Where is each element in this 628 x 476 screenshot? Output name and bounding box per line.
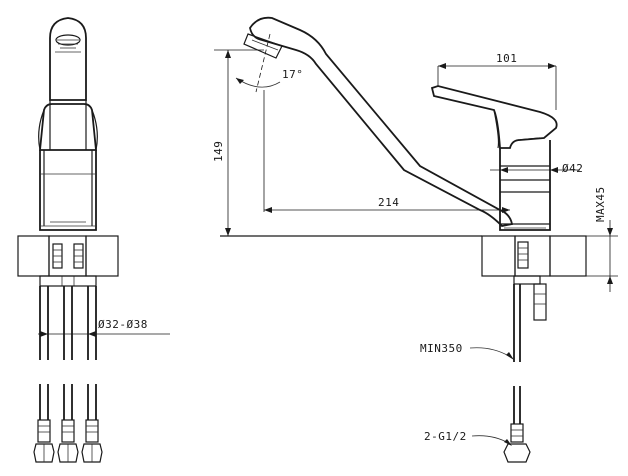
spout-height-dimension: 149 bbox=[212, 49, 265, 236]
body-diameter-label: Ø42 bbox=[562, 162, 583, 175]
connection-thread-label: 2-G1/2 bbox=[424, 430, 467, 443]
front-hoses bbox=[39, 286, 97, 420]
spout-reach-label: 214 bbox=[378, 196, 399, 209]
connection-thread-callout: 2-G1/2 bbox=[424, 430, 512, 446]
body-diameter-dimension: Ø42 bbox=[490, 162, 583, 175]
front-spout-nozzle bbox=[49, 17, 87, 101]
side-lever-handle bbox=[430, 85, 558, 149]
max-thickness-dimension: MAX45 bbox=[594, 186, 613, 292]
front-mounting bbox=[39, 235, 97, 287]
side-view: 17° 149 214 bbox=[212, 16, 618, 463]
countertop-line bbox=[220, 235, 618, 277]
max-thickness-label: MAX45 bbox=[594, 186, 607, 222]
min-hose-length-callout: MIN350 bbox=[420, 342, 514, 360]
side-spout bbox=[243, 16, 514, 227]
side-body bbox=[499, 140, 551, 231]
front-view: Ø32-Ø38 bbox=[17, 17, 170, 463]
hole-diameter-label: Ø32-Ø38 bbox=[98, 318, 148, 331]
min-hose-length-label: MIN350 bbox=[420, 342, 463, 355]
side-deck bbox=[481, 235, 587, 285]
handle-length-label: 101 bbox=[496, 52, 517, 65]
front-handle bbox=[38, 103, 98, 151]
spout-angle-marker: 17° bbox=[235, 33, 303, 93]
hole-diameter-dimension: Ø32-Ø38 bbox=[38, 318, 170, 337]
front-body bbox=[39, 100, 97, 231]
handle-length-dimension: 101 bbox=[437, 52, 557, 110]
spout-angle-label: 17° bbox=[282, 68, 303, 81]
front-hose-connectors bbox=[33, 419, 103, 463]
spout-height-label: 149 bbox=[212, 141, 225, 162]
side-stud-hose bbox=[503, 283, 547, 463]
spout-reach-dimension: 214 bbox=[264, 196, 510, 213]
front-deck bbox=[17, 235, 119, 277]
